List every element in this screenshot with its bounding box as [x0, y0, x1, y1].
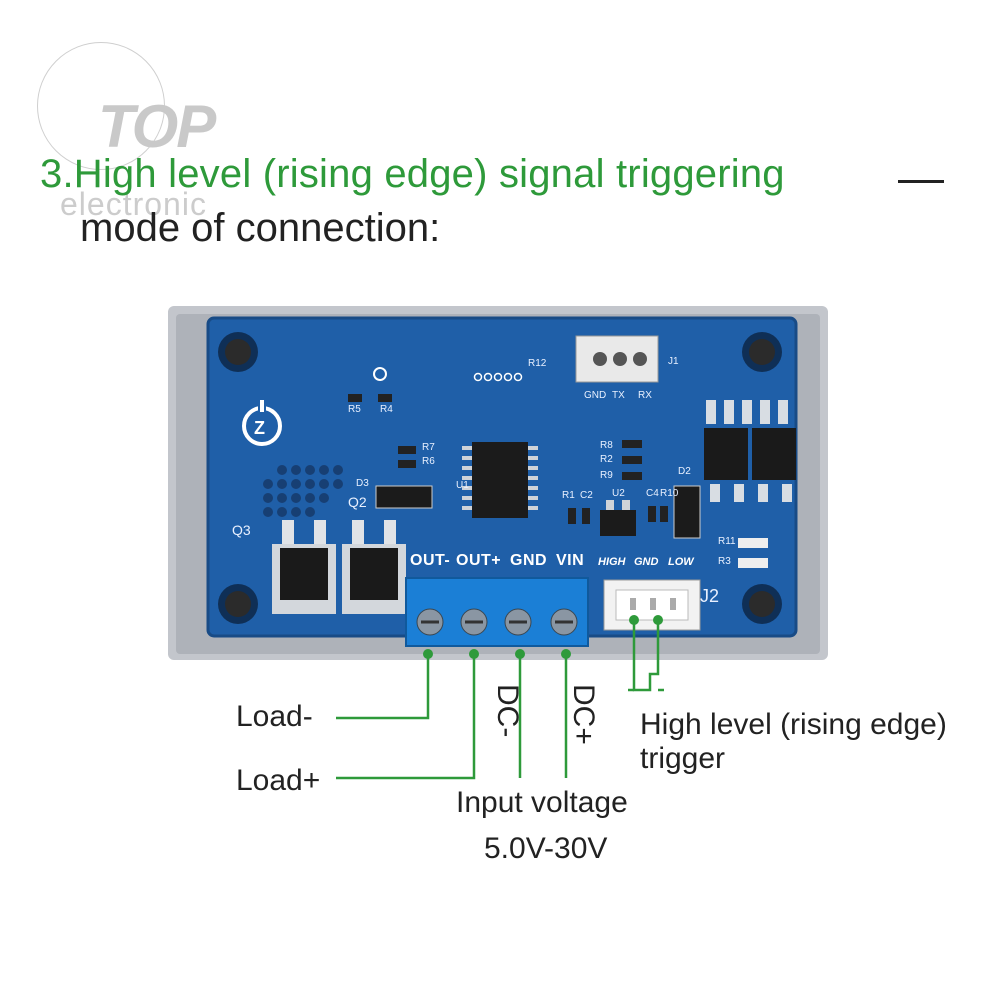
- diode-d3: [375, 485, 433, 509]
- label-load-plus: Load+: [236, 764, 321, 797]
- component-label-j1: J1: [668, 356, 679, 367]
- title-dash: [898, 180, 944, 183]
- component-label-c4: C4: [646, 488, 659, 499]
- wire-dots: [423, 615, 663, 659]
- component-label-q3: Q3: [232, 522, 251, 538]
- label-trigger-line-1: High level (rising edge): [640, 708, 947, 741]
- regulator-u2: [600, 500, 636, 536]
- component-label-q2: Q2: [348, 494, 367, 510]
- j2-label-gnd: GND: [634, 556, 659, 568]
- transistors-q2-q3: [272, 520, 406, 614]
- serial-label-gnd: GND: [584, 390, 607, 401]
- component-label-u2: U2: [612, 488, 625, 499]
- component-label-r7: R7: [422, 442, 435, 453]
- component-label-c2: C2: [580, 490, 593, 501]
- component-label-u1: U1: [456, 480, 469, 491]
- title-line-1: 3.High level (rising edge) signal trigge…: [40, 152, 785, 196]
- connector-j2: [603, 579, 701, 631]
- diode-d2: [673, 485, 701, 539]
- watermark-logo-subtitle: electronic: [60, 186, 207, 222]
- component-label-r6: R6: [422, 456, 435, 467]
- j2-label-high: HIGH: [598, 556, 626, 568]
- ic-u1: [462, 442, 538, 518]
- connection-wires: [336, 620, 664, 780]
- label-dc-minus: DC-: [491, 684, 524, 738]
- component-label-d3: D3: [356, 478, 369, 489]
- svg-text:Z: Z: [254, 418, 265, 438]
- title-line-2: mode of connection:: [80, 206, 441, 250]
- component-label-r8: R8: [600, 440, 613, 451]
- component-label-d2: D2: [678, 466, 691, 477]
- component-label-r1: R1: [562, 490, 575, 501]
- label-dc-plus: DC+: [567, 684, 600, 745]
- serial-label-tx: TX: [612, 390, 625, 401]
- terminal-label-gnd: GND: [510, 552, 548, 569]
- smd-resistors: [348, 394, 768, 568]
- terminal-label-out-minus: OUT-: [410, 552, 451, 569]
- component-label-r2: R2: [600, 454, 613, 465]
- component-label-j2: J2: [700, 586, 720, 606]
- component-label-r9: R9: [600, 470, 613, 481]
- label-trigger-line-2: trigger: [640, 742, 726, 775]
- watermark-logo-circle: [37, 42, 165, 170]
- vent-pattern: [263, 465, 343, 517]
- j2-label-low: LOW: [668, 556, 694, 568]
- component-label-r11: R11: [718, 536, 736, 547]
- label-input-voltage: Input voltage: [456, 786, 628, 819]
- brand-symbol-icon: Z: [242, 400, 282, 446]
- serial-header-j1: [575, 335, 659, 383]
- component-label-r5: R5: [348, 404, 361, 415]
- mounting-holes: [218, 332, 782, 624]
- serial-label-rx: RX: [638, 390, 652, 401]
- component-label-r10: R10: [660, 488, 679, 499]
- mosfets-right: [704, 400, 796, 502]
- label-load-minus: Load-: [236, 700, 313, 733]
- terminal-label-vin: VIN: [556, 552, 585, 569]
- label-voltage-range: 5.0V-30V: [484, 832, 608, 865]
- terminal-label-out-plus: OUT+: [456, 552, 502, 569]
- watermark-logo: TOP: [98, 93, 216, 160]
- component-label-r3: R3: [718, 556, 731, 567]
- screw-terminal-block: [405, 577, 589, 647]
- component-label-r4: R4: [380, 404, 393, 415]
- component-label-r12: R12: [528, 358, 547, 369]
- pin-row-r12: [473, 372, 523, 382]
